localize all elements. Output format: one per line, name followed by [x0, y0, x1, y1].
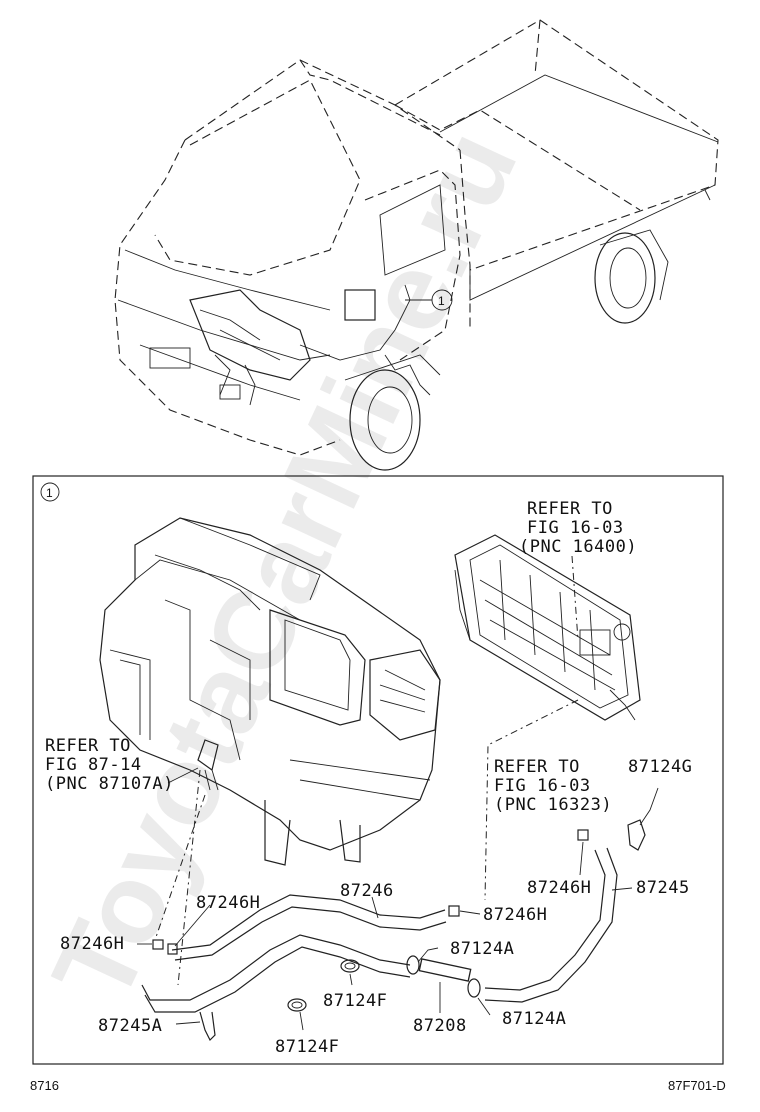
clip-87246H-left: [152, 939, 164, 950]
hose-87246: [171, 894, 447, 961]
clamp-87124A-lower: [467, 978, 481, 998]
callout-marker-detail: 1: [46, 486, 53, 500]
label-87246H-mid: 87246H: [196, 893, 260, 913]
pipe-87208: [418, 958, 472, 982]
clamp-87124F-lower: [287, 998, 307, 1012]
label-87124A-lower: 87124A: [502, 1009, 566, 1029]
clamp-87124A-upper: [406, 955, 420, 975]
label-87246H-top: 87246H: [527, 878, 591, 898]
label-87246H-left: 87246H: [60, 934, 124, 954]
clip-87246H-top: [577, 829, 589, 841]
label-87208: 87208: [413, 1016, 467, 1036]
radiator: [454, 534, 641, 721]
label-ref-heater-3: (PNC 87107A): [45, 774, 174, 794]
clamp-87124F-upper: [340, 959, 360, 973]
label-87124A-upper: 87124A: [450, 939, 514, 959]
clip-87246H-mid: [167, 943, 178, 955]
label-87245A: 87245A: [98, 1016, 162, 1036]
clamp-87124G: [627, 819, 646, 851]
label-ref-radiator-1: REFER TO: [527, 499, 613, 519]
hose-87245a: [141, 934, 411, 1042]
label-ref-pipe-2: FIG 16-03: [494, 776, 591, 796]
clip-87246H-right: [448, 905, 460, 917]
footer-left-code: 8716: [30, 1078, 59, 1093]
label-ref-heater-1: REFER TO: [45, 736, 131, 756]
label-87246H-right: 87246H: [483, 905, 547, 925]
watermark: ToyotaCarMine.ru: [28, 112, 540, 1020]
label-87245: 87245: [636, 878, 690, 898]
truck-illustration: 1: [114, 19, 719, 471]
heater-unit: [99, 517, 441, 866]
label-87246: 87246: [340, 881, 394, 901]
label-ref-radiator-2: FIG 16-03: [527, 518, 624, 538]
footer-right-code: 87F701-D: [668, 1078, 726, 1093]
label-ref-pipe-1: REFER TO: [494, 757, 580, 777]
label-87124F-upper: 87124F: [323, 991, 387, 1011]
label-ref-radiator-3: (PNC 16400): [519, 537, 637, 557]
callout-marker-truck: 1: [438, 294, 445, 308]
hose-87245: [484, 847, 618, 1003]
label-ref-heater-2: FIG 87-14: [45, 755, 142, 775]
detail-frame: [32, 475, 724, 1065]
label-87124F-lower: 87124F: [275, 1037, 339, 1057]
label-ref-pipe-3: (PNC 16323): [494, 795, 612, 815]
label-87124G: 87124G: [628, 757, 692, 777]
